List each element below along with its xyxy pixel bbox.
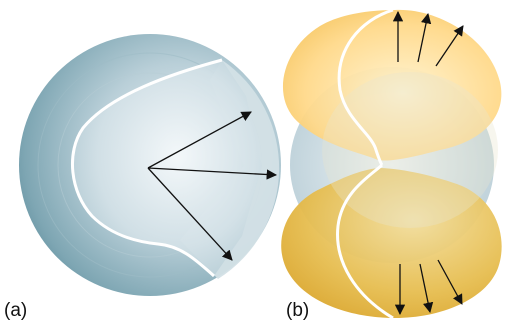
inner-sphere-overlay	[322, 72, 498, 228]
panel-label-a: (a)	[4, 300, 27, 321]
arrow-up-3	[435, 25, 464, 67]
arrow-up-2	[417, 12, 432, 63]
panel-a: (a)	[4, 34, 281, 321]
lower-boundary	[336, 163, 394, 320]
arrow-down-2	[419, 263, 434, 314]
arrow-up-right	[147, 111, 252, 169]
upper-boundary	[337, 8, 394, 166]
lower-lobe	[281, 168, 502, 318]
arrow-down-3	[437, 259, 463, 305]
core-region	[72, 60, 263, 276]
panel-label-b: (b)	[286, 300, 309, 321]
arrow-down-right	[147, 167, 233, 261]
boundary-line	[71, 58, 223, 278]
arrow-right	[147, 167, 278, 180]
panel-b: (b)	[281, 8, 502, 321]
upper-lobe	[282, 9, 502, 161]
